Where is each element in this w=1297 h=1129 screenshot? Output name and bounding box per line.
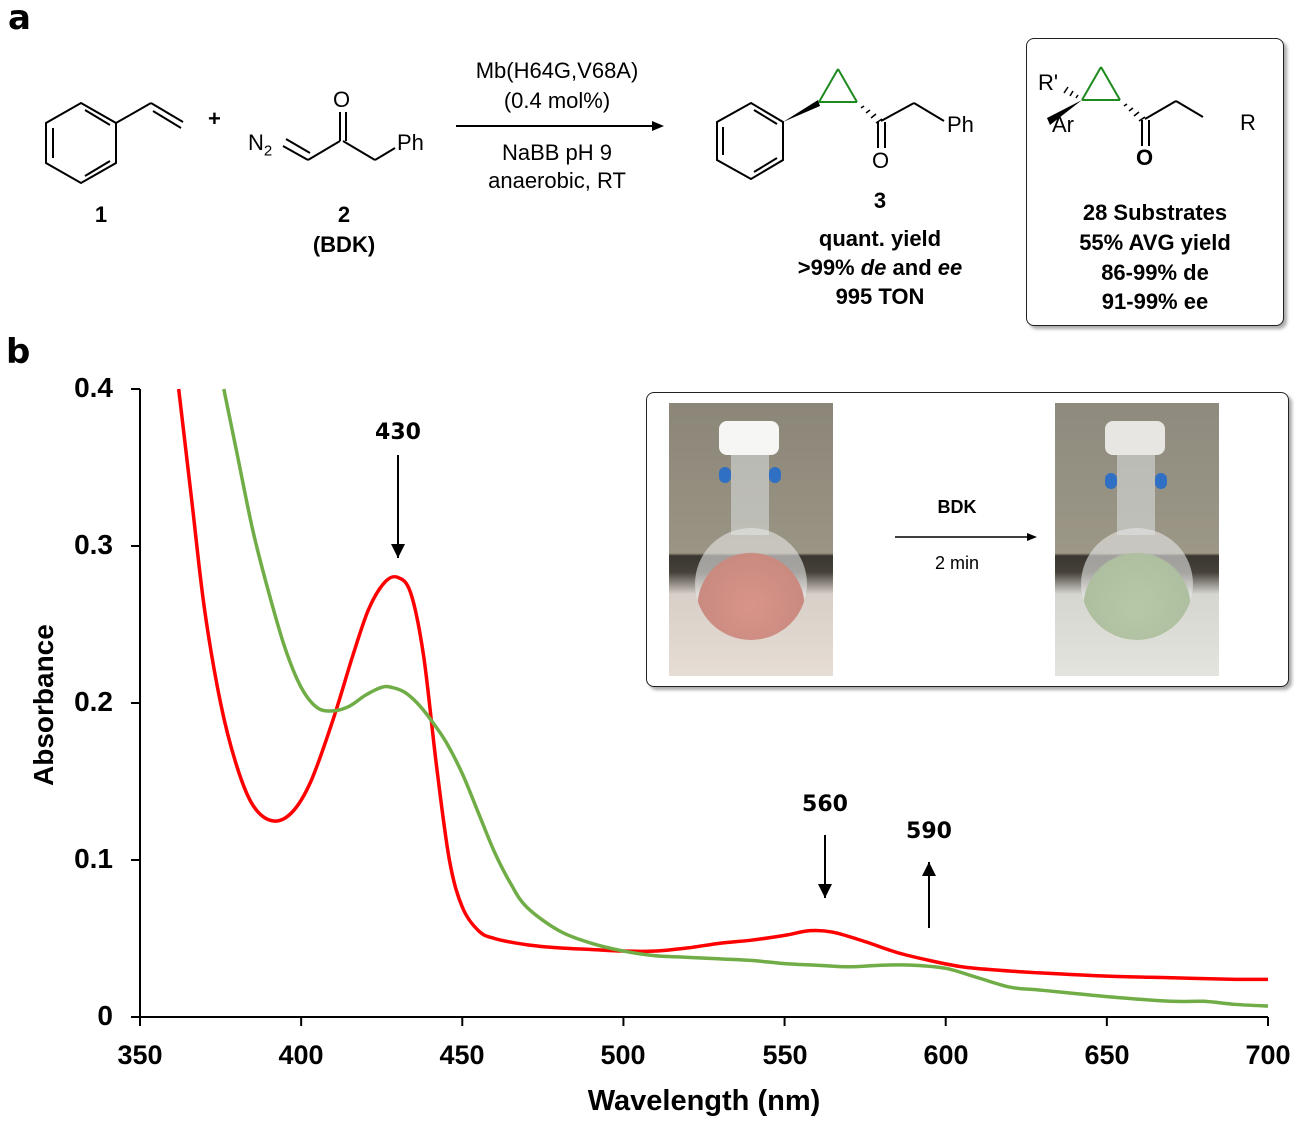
compound-1-number: 1 — [94, 202, 108, 227]
inset-arrow — [895, 533, 1037, 541]
spectrum-curve — [222, 388, 1269, 1008]
x-tick-label: 450 — [439, 1040, 485, 1070]
bdk-n2-label: N2 — [248, 130, 273, 160]
scope-de-range: 86-99% de — [1101, 260, 1209, 285]
catalyst-loading: (0.4 mol%) — [503, 88, 611, 113]
compound-2-number: 2 — [337, 202, 351, 227]
annotation-430: 430 — [375, 420, 421, 445]
substrate-scope-box — [1026, 38, 1284, 326]
y-tick-label: 0.3 — [74, 529, 113, 560]
flask-photo-before — [669, 403, 833, 676]
flask-bulb-green-solution — [1081, 528, 1193, 640]
x-axis-label: Wavelength (nm) — [587, 1085, 821, 1117]
annotation-arrows — [391, 455, 936, 928]
scope-r-prime-label: R' — [1038, 70, 1059, 95]
product-yield: quant. yield — [818, 226, 942, 251]
septum-cap — [1105, 421, 1165, 455]
chart-ticks — [131, 388, 1269, 1026]
panel-label-b: b — [6, 332, 31, 372]
x-tick-label: 500 — [600, 1040, 646, 1070]
x-tick-label: 650 — [1084, 1040, 1130, 1070]
clip-icon — [769, 467, 781, 483]
y-tick-label: 0.4 — [74, 372, 113, 403]
y-tick-label: 0 — [97, 1000, 113, 1031]
scope-substrate-count: 28 Substrates — [1082, 200, 1228, 225]
atmosphere-condition: anaerobic, RT — [488, 168, 626, 193]
x-tick-label: 350 — [117, 1040, 163, 1070]
flask-photo-after — [1055, 403, 1219, 676]
x-tick-label: 600 — [923, 1040, 969, 1070]
product-ph-label: Ph — [947, 112, 974, 137]
bdk-oxygen-label: O — [333, 87, 351, 112]
chart-curves — [176, 388, 1269, 1008]
inset-reagent-label: BDK — [937, 497, 977, 517]
x-tick-label: 400 — [278, 1040, 324, 1070]
bdk-structure — [282, 112, 396, 161]
scope-average-yield: 55% AVG yield — [1079, 230, 1231, 255]
plus-sign: + — [208, 106, 221, 131]
scope-oxygen-label: O — [1136, 145, 1154, 170]
inset-time-label: 2 min — [934, 553, 980, 573]
x-tick-label: 700 — [1245, 1040, 1291, 1070]
product-selectivity: >99% de and ee — [797, 255, 963, 280]
panel-label-a: a — [8, 0, 31, 38]
product-ton: 995 TON — [835, 284, 925, 309]
annotation-560: 560 — [802, 792, 848, 817]
clip-icon — [1155, 473, 1167, 489]
scope-r-label: R — [1240, 110, 1256, 135]
clip-icon — [719, 467, 731, 483]
clip-icon — [1105, 473, 1117, 489]
product-structure — [716, 68, 945, 181]
buffer-condition: NaBB pH 9 — [501, 140, 613, 165]
x-tick-label: 550 — [762, 1040, 808, 1070]
scope-ar-label: Ar — [1052, 112, 1074, 137]
septum-cap — [719, 421, 779, 455]
styrene-structure — [45, 101, 184, 185]
reaction-arrow — [456, 121, 664, 131]
catalyst-label: Mb(H64G,V68A) — [475, 58, 639, 83]
flask-neck — [731, 455, 769, 535]
flask-bulb-red-solution — [695, 528, 807, 640]
bdk-ph-label: Ph — [397, 130, 424, 155]
compound-2-name: (BDK) — [312, 232, 376, 257]
product-oxygen-label: O — [872, 148, 890, 173]
annotation-590: 590 — [906, 819, 952, 844]
flask-neck — [1117, 455, 1155, 535]
compound-3-number: 3 — [873, 188, 887, 213]
y-tick-label: 0.1 — [74, 843, 113, 874]
y-tick-label: 0.2 — [74, 686, 113, 717]
reaction-photo-inset: BDK 2 min — [646, 392, 1289, 687]
scope-ee-range: 91-99% ee — [1101, 289, 1209, 314]
spectrum-curve — [176, 388, 1269, 982]
